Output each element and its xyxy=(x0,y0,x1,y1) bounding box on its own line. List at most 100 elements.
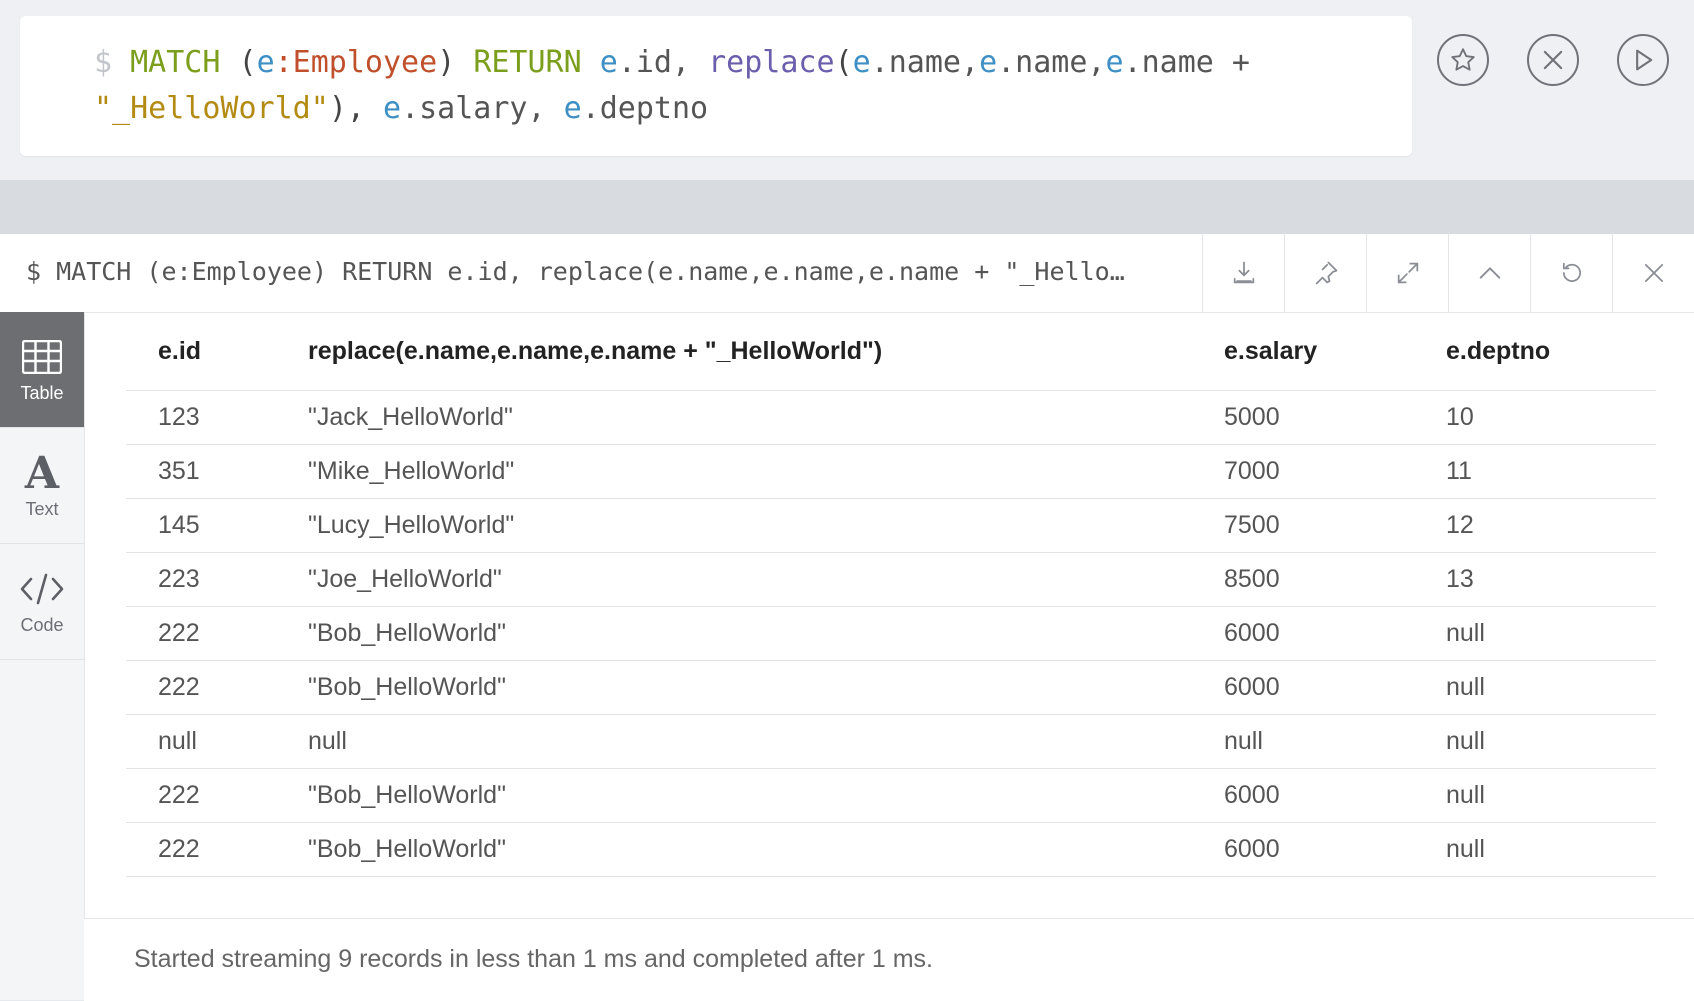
table-cell: 5000 xyxy=(1224,390,1446,445)
table-cell: 7500 xyxy=(1224,498,1446,553)
code-icon xyxy=(19,567,65,611)
code-token: e xyxy=(852,45,871,80)
status-text: Started streaming 9 records in less than… xyxy=(134,945,933,973)
pin-icon xyxy=(1315,261,1337,285)
result-frame: $ MATCH (e:Employee) RETURN e.id, replac… xyxy=(0,234,1694,1001)
table-cell: 145 xyxy=(126,498,308,553)
column-header: e.deptno xyxy=(1446,312,1656,391)
expand-icon xyxy=(1397,262,1418,284)
table-cell: null xyxy=(308,714,1224,769)
table-cell: null xyxy=(1224,714,1446,769)
table-cell: 6000 xyxy=(1224,768,1446,823)
code-token: ) xyxy=(437,45,474,80)
result-table: e.id replace(e.name,e.name,e.name + "_He… xyxy=(126,312,1656,877)
table-cell: 6000 xyxy=(1224,660,1446,715)
table-cell: "Bob_HelloWorld" xyxy=(308,606,1224,661)
code-token: e xyxy=(383,91,402,126)
collapse-button[interactable] xyxy=(1448,234,1530,312)
code-token: "_HelloWorld" xyxy=(94,91,329,126)
view-tab-label: Code xyxy=(20,615,64,635)
editor-bar: $ MATCH (e:Employee) RETURN e.id, replac… xyxy=(0,0,1694,180)
star-icon xyxy=(1451,48,1475,71)
code-token: ( xyxy=(220,45,257,80)
code-token: e xyxy=(979,45,998,80)
table-cell: "Bob_HelloWorld" xyxy=(308,822,1224,877)
table-cell: "Bob_HelloWorld" xyxy=(308,660,1224,715)
code-token: e xyxy=(1105,45,1124,80)
view-tab-text[interactable]: A Text xyxy=(0,428,84,544)
table-cell: 10 xyxy=(1446,390,1656,445)
table-cell: 222 xyxy=(126,606,308,661)
frame-actions xyxy=(1202,234,1694,312)
table-cell: 222 xyxy=(126,660,308,715)
fullscreen-button[interactable] xyxy=(1366,234,1448,312)
clear-button[interactable] xyxy=(1527,34,1579,86)
code-token: RETURN xyxy=(473,45,582,80)
code-token: ( xyxy=(834,45,853,80)
stream-background xyxy=(0,180,1694,234)
view-tab-code[interactable]: Code xyxy=(0,544,84,660)
table-cell: 6000 xyxy=(1224,606,1446,661)
text-icon: A xyxy=(24,447,60,499)
table-cell: 223 xyxy=(126,552,308,607)
rerun-icon xyxy=(1562,262,1581,282)
download-button[interactable] xyxy=(1202,234,1284,312)
code-token: ), xyxy=(328,91,383,126)
column-header: replace(e.name,e.name,e.name + "_HelloWo… xyxy=(308,312,1224,391)
table-cell: "Jack_HelloWorld" xyxy=(308,390,1224,445)
view-tab-table[interactable]: Table xyxy=(0,312,84,428)
table-icon xyxy=(22,335,62,379)
collapse-up-icon xyxy=(1479,267,1500,279)
table-cell: "Lucy_HelloWorld" xyxy=(308,498,1224,553)
table-cell: 8500 xyxy=(1224,552,1446,607)
table-cell: 351 xyxy=(126,444,308,499)
query-editor-code[interactable]: $ MATCH (e:Employee) RETURN e.id, replac… xyxy=(94,40,1394,132)
code-token: MATCH xyxy=(130,45,221,80)
code-token: :Employee xyxy=(274,45,438,80)
code-token: e xyxy=(599,45,618,80)
table-cell: null xyxy=(1446,768,1656,823)
code-token xyxy=(582,45,600,80)
table-cell: "Joe_HelloWorld" xyxy=(308,552,1224,607)
run-button[interactable] xyxy=(1617,34,1669,86)
table-cell: null xyxy=(126,714,308,769)
download-icon xyxy=(1233,261,1254,284)
column-header: e.salary xyxy=(1224,312,1446,391)
code-token: e xyxy=(256,45,275,80)
query-editor[interactable]: $ MATCH (e:Employee) RETURN e.id, replac… xyxy=(20,16,1412,156)
column-header: e.id xyxy=(126,312,308,391)
view-tab-label: Table xyxy=(20,383,64,403)
table-cell: 7000 xyxy=(1224,444,1446,499)
table-cell: 123 xyxy=(126,390,308,445)
frame-query-title[interactable]: $ MATCH (e:Employee) RETURN e.id, replac… xyxy=(26,257,1125,286)
status-bar: Started streaming 9 records in less than… xyxy=(84,918,1694,1001)
table-cell: 13 xyxy=(1446,552,1656,607)
code-token: replace xyxy=(708,45,835,80)
code-token: .id, xyxy=(617,45,709,80)
favorite-button[interactable] xyxy=(1437,34,1489,86)
rerun-button[interactable] xyxy=(1530,234,1612,312)
code-token: .salary, xyxy=(401,91,564,126)
table-cell: "Bob_HelloWorld" xyxy=(308,768,1224,823)
result-table-container: e.id replace(e.name,e.name,e.name + "_He… xyxy=(126,312,1656,877)
close-frame-button[interactable] xyxy=(1612,234,1694,312)
pin-button[interactable] xyxy=(1284,234,1366,312)
table-header-row: e.id replace(e.name,e.name,e.name + "_He… xyxy=(126,312,1656,391)
table-cell: null xyxy=(1446,606,1656,661)
frame-header: $ MATCH (e:Employee) RETURN e.id, replac… xyxy=(0,234,1694,313)
close-icon xyxy=(1644,263,1663,283)
table-cell: 12 xyxy=(1446,498,1656,553)
table-cell: 222 xyxy=(126,768,308,823)
table-cell: 222 xyxy=(126,822,308,877)
code-token: .name, xyxy=(997,45,1106,80)
code-token: e xyxy=(563,91,582,126)
table-cell: null xyxy=(1446,660,1656,715)
